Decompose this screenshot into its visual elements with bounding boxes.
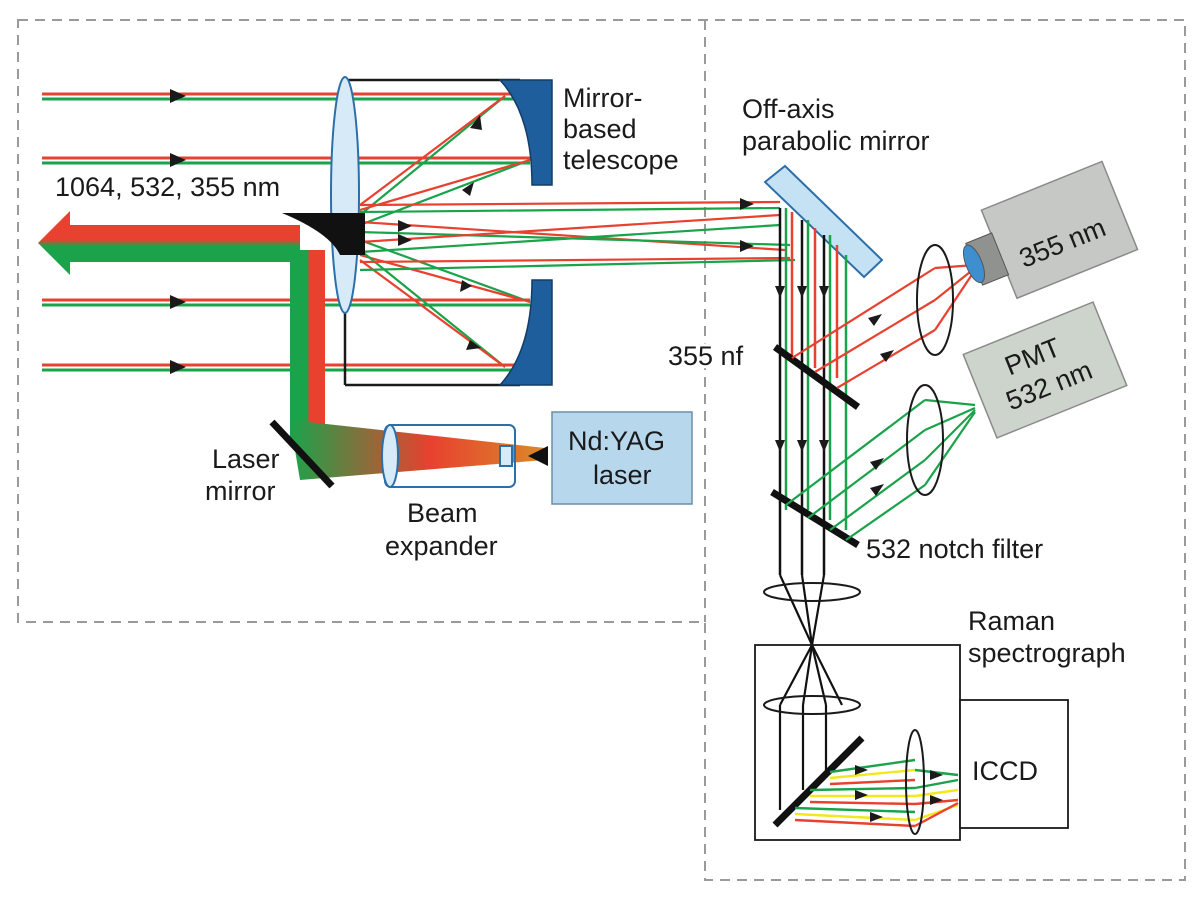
nf355-filter-icon <box>772 344 861 410</box>
ndyag-laser-box <box>551 411 693 505</box>
beam-expander-icon <box>381 424 516 488</box>
ndyag-label-line2: laser <box>593 460 652 490</box>
collimated-arrow-icons <box>775 286 829 452</box>
beams-to-pmt <box>785 398 976 541</box>
pmt-box <box>962 301 1128 439</box>
relay-rays <box>359 200 796 272</box>
telescope-label-line1: Mirror- <box>563 83 642 113</box>
spectrum-arrow-icons <box>855 765 943 822</box>
off-axis-label-line2: parabolic mirror <box>742 126 930 156</box>
telescope-label: Mirror- based telescope <box>563 83 679 175</box>
secondary-mirror-icon <box>282 213 365 255</box>
primary-mirror-top-icon <box>498 79 553 186</box>
incoming-arrow-icons <box>170 89 186 374</box>
raman-label-line1: Raman <box>968 606 1055 636</box>
arrow-532-icons <box>870 458 884 496</box>
raman-label: Raman spectrograph <box>968 606 1126 668</box>
laser-mirror-label-line2: mirror <box>205 476 275 506</box>
ndyag-label: Nd:YAG laser <box>568 426 665 490</box>
telescope-label-line3: telescope <box>563 145 679 175</box>
relay-arrow-icons <box>398 198 754 252</box>
beam-expander-label: Beam expander <box>385 498 498 561</box>
primary-mirror-bottom-icon <box>498 279 553 386</box>
lens-532-icon <box>906 384 944 496</box>
nf355-label: 355 nf <box>668 341 744 371</box>
grating-icon <box>772 735 865 828</box>
notch532-filter-icon <box>770 489 860 548</box>
laser-output-beam <box>38 211 300 275</box>
beam-expander-label-line1: Beam <box>407 498 478 528</box>
expanded-laser-beam <box>290 420 545 480</box>
notch-filter-label: 532 notch filter <box>866 534 1043 564</box>
raman-label-line2: spectrograph <box>968 638 1126 668</box>
telescope-ray-arrow-icons <box>460 115 482 350</box>
beam-expander-label-line2: expander <box>385 531 498 561</box>
laser-vertical-beam <box>290 250 325 445</box>
off-axis-label: Off-axis parabolic mirror <box>742 94 930 156</box>
iccd-label: ICCD <box>972 756 1038 786</box>
expander-input-arrow-icon <box>528 446 548 466</box>
telescope-lens-icon <box>330 76 360 314</box>
collimator-lens-icon <box>763 695 861 715</box>
beams-to-355 <box>791 263 976 389</box>
spectrum-lens-icon <box>905 729 925 835</box>
laser-mirror-label-line1: Laser <box>212 444 280 474</box>
focus-lens-icon <box>763 582 861 602</box>
iccd-box <box>959 699 1069 829</box>
off-axis-label-line1: Off-axis <box>742 94 835 124</box>
wavelengths-label: 1064, 532, 355 nm <box>55 172 280 202</box>
lens-355-icon <box>916 244 954 356</box>
ndyag-label-line1: Nd:YAG <box>568 426 665 456</box>
spectrograph-input-rays <box>778 574 843 810</box>
telescope-label-line2: based <box>563 114 637 144</box>
laser-mirror-icon <box>269 419 335 489</box>
arrow-355-icons <box>868 314 894 362</box>
detector-355-camera-icon <box>962 160 1139 300</box>
telescope-enclosure <box>17 19 1186 881</box>
dispersed-rays <box>794 758 959 828</box>
laser-mirror-label: Laser mirror <box>205 444 280 506</box>
